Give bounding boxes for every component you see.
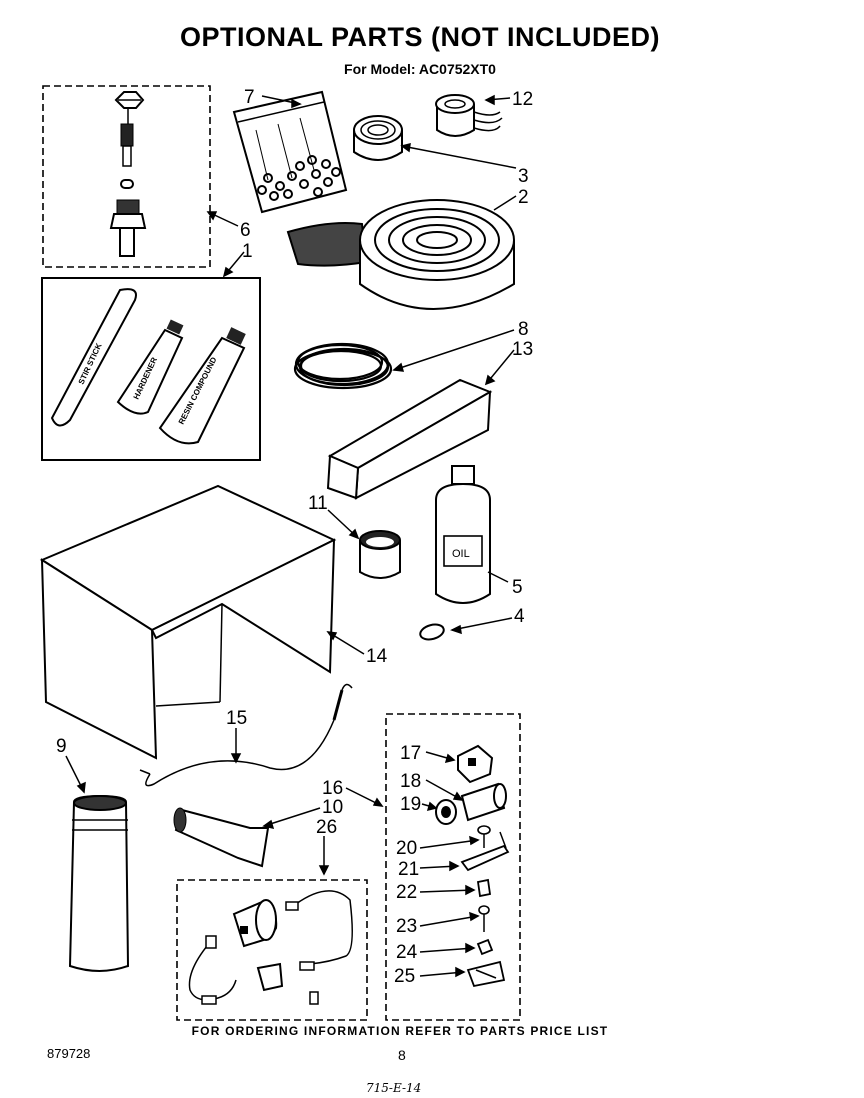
callout-3: 3 (518, 166, 529, 187)
callout-12: 12 (512, 89, 533, 110)
document-code: 879728 (47, 1046, 91, 1061)
part-2-foam-seal-roll (286, 199, 515, 310)
oil-label: OIL (452, 548, 470, 560)
callout-5: 5 (512, 577, 523, 598)
part-22-clip (476, 878, 492, 898)
part-4-clip (419, 623, 445, 641)
callout-9: 9 (56, 736, 67, 757)
hardener-tube: HARDENER (116, 319, 184, 415)
part-12-tape-roll (435, 94, 503, 137)
callout-14: 14 (366, 646, 388, 667)
callout-2: 2 (518, 187, 529, 208)
part-15-hook-cable (139, 683, 353, 787)
callout-20: 20 (396, 838, 417, 859)
part-26-connector-kit (176, 879, 368, 1021)
callout-25: 25 (394, 966, 415, 987)
callout-17: 17 (400, 743, 421, 764)
callout-26: 26 (316, 817, 337, 838)
callout-7: 7 (244, 87, 255, 108)
part-5-oil-bottle: OIL (435, 465, 491, 604)
callout-19: 19 (400, 794, 421, 815)
part-10-tube (173, 807, 270, 868)
part-23-screw (478, 905, 490, 932)
callout-24: 24 (396, 942, 418, 963)
callout-13: 13 (512, 339, 533, 360)
leader-lines (65, 94, 517, 978)
part-6-valve-fitting (42, 85, 211, 268)
part-19-grommet (435, 799, 457, 825)
callout-4: 4 (514, 606, 525, 627)
part-14-panel-cover (39, 484, 337, 760)
part-24-nut (476, 938, 494, 956)
part-13-foam-block (326, 378, 493, 500)
part-20-screw (477, 825, 491, 848)
part-16-hardware-kit (385, 713, 521, 1021)
part-9-spray-can (68, 794, 130, 972)
callout-15: 15 (226, 708, 247, 729)
part-7-oring-bag (232, 90, 348, 214)
part-8-coiled-cord (293, 342, 393, 390)
callout-23: 23 (396, 916, 417, 937)
part-25-terminal (466, 960, 506, 988)
page-number: 8 (398, 1047, 406, 1063)
callout-10: 10 (322, 797, 343, 818)
part-1-resin-kit: STIR STICK HARDENER RESIN COMPOUND (41, 277, 261, 461)
callout-6: 6 (240, 220, 251, 241)
callout-16: 16 (322, 778, 343, 799)
part-17-plug (457, 744, 494, 784)
part-21-bracket (460, 831, 510, 872)
callout-1: 1 (242, 241, 253, 262)
part-11-sealant-can (359, 530, 401, 579)
ordering-note: FOR ORDERING INFORMATION REFER TO PARTS … (191, 1024, 609, 1038)
page-title: OPTIONAL PARTS (NOT INCLUDED) (180, 22, 660, 52)
stir-stick: STIR STICK (50, 288, 137, 427)
callout-18: 18 (400, 771, 421, 792)
model-subtitle: For Model: AC0752XT0 (344, 61, 496, 77)
callout-21: 21 (398, 859, 419, 880)
callout-11: 11 (308, 493, 328, 514)
callout-labels: 7 12 3 2 6 1 8 13 11 5 4 14 15 9 17 18 1… (56, 87, 533, 987)
part-18-sleeve (460, 782, 507, 822)
handwritten-note: 715-E-14 (366, 1081, 422, 1095)
callout-8: 8 (518, 319, 529, 340)
callout-22: 22 (396, 882, 417, 903)
part-3-tape-roll (353, 115, 403, 161)
